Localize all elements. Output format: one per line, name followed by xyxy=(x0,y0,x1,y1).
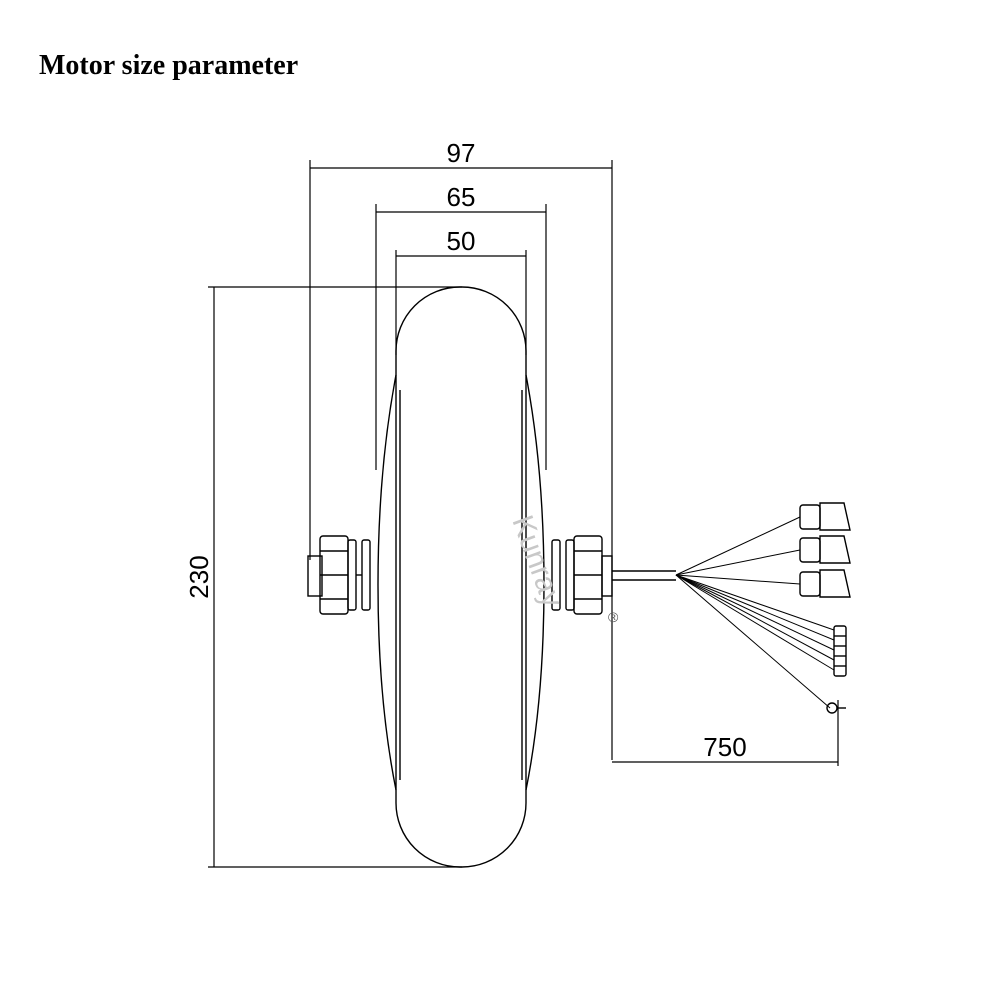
dimension-label-750: 750 xyxy=(703,732,746,762)
registered-mark: ® xyxy=(608,609,619,625)
dimension-overall-width: 97 xyxy=(309,138,613,760)
left-axle-nut xyxy=(307,535,371,615)
dimension-cable-length: 750 xyxy=(612,700,839,766)
cable-trunk xyxy=(612,570,676,581)
motor-body xyxy=(307,286,851,868)
phase-connector xyxy=(799,502,851,531)
dimension-rim-width: 65 xyxy=(375,182,547,470)
phase-connector xyxy=(799,569,851,598)
tire-outline xyxy=(395,286,527,868)
hall-connector xyxy=(833,625,847,677)
page-title: Motor size parameter xyxy=(39,50,299,81)
dimension-diameter: 230 xyxy=(184,286,462,868)
hub-right-edge xyxy=(525,374,545,791)
dimension-label-50: 50 xyxy=(447,226,476,256)
dimension-tire-width: 50 xyxy=(395,226,527,355)
cable-wires xyxy=(675,516,835,709)
dimension-label-65: 65 xyxy=(447,182,476,212)
dimension-label-97: 97 xyxy=(447,138,476,168)
hub-left-edge xyxy=(377,374,397,791)
dimension-label-230: 230 xyxy=(184,555,214,598)
phase-connector xyxy=(799,535,851,564)
